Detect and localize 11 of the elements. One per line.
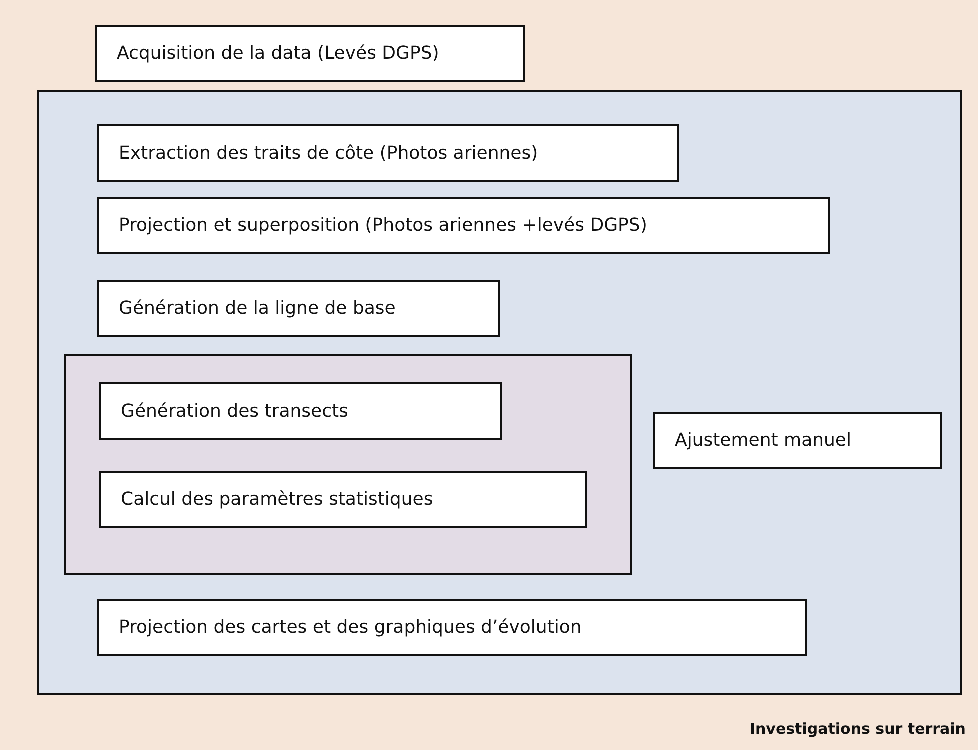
process-box: Acquisition de la data (Levés DGPS): [95, 25, 525, 82]
panel-title: Investigations sur terrain: [750, 720, 966, 738]
process-box: Calcul des paramètres statistiques: [99, 471, 587, 528]
process-box: Génération de la ligne de base: [97, 280, 500, 337]
process-box: Ajustement manuel: [653, 412, 942, 469]
process-box: Projection et superposition (Photos ariennes +levés DGPS): [97, 197, 830, 254]
process-box: Extraction des traits de côte (Photos ariennes): [97, 124, 679, 182]
process-box: Génération des transects: [99, 382, 502, 440]
group-panel: [64, 354, 632, 575]
group-panel: [37, 90, 962, 695]
process-box: Projection des cartes et des graphiques d’évolution: [97, 599, 807, 656]
